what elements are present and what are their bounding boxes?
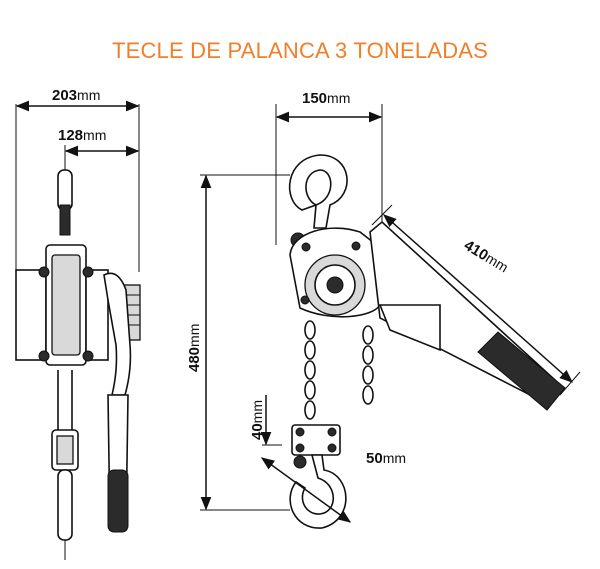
dimension-203: 203mm	[15, 87, 140, 112]
chain-slack	[362, 325, 374, 405]
dimension-50: 50mm	[260, 450, 406, 523]
dimension-150: 150mm	[275, 90, 383, 123]
dim-40-value: 40	[249, 423, 266, 440]
side-view	[15, 104, 141, 560]
svg-text:128mm: 128mm	[58, 127, 106, 144]
dim-50-value: 50	[366, 450, 383, 467]
dim-480-unit: mm	[186, 324, 202, 347]
svg-text:480mm: 480mm	[186, 324, 203, 372]
dim-203-value: 203	[52, 87, 77, 104]
svg-text:203mm: 203mm	[52, 87, 100, 104]
dim-203-unit: mm	[77, 87, 100, 103]
svg-text:40mm: 40mm	[249, 400, 266, 440]
dimension-128: 128mm	[58, 127, 140, 157]
dimension-480: 480mm	[186, 174, 212, 511]
svg-text:50mm: 50mm	[366, 450, 406, 467]
dim-40-unit: mm	[249, 400, 265, 423]
dimension-40: 40mm	[249, 395, 282, 446]
svg-text:410mm: 410mm	[461, 237, 511, 276]
dim-150-unit: mm	[327, 90, 350, 106]
diagram-title: TECLE DE PALANCA 3 TONELADAS	[111, 38, 489, 63]
dim-150-value: 150	[302, 90, 327, 107]
dim-128-unit: mm	[83, 127, 106, 143]
dim-50-unit: mm	[383, 450, 406, 466]
dim-128-value: 128	[58, 127, 83, 144]
chain-load	[304, 320, 316, 420]
dim-480-value: 480	[186, 347, 203, 372]
svg-text:150mm: 150mm	[302, 90, 350, 107]
